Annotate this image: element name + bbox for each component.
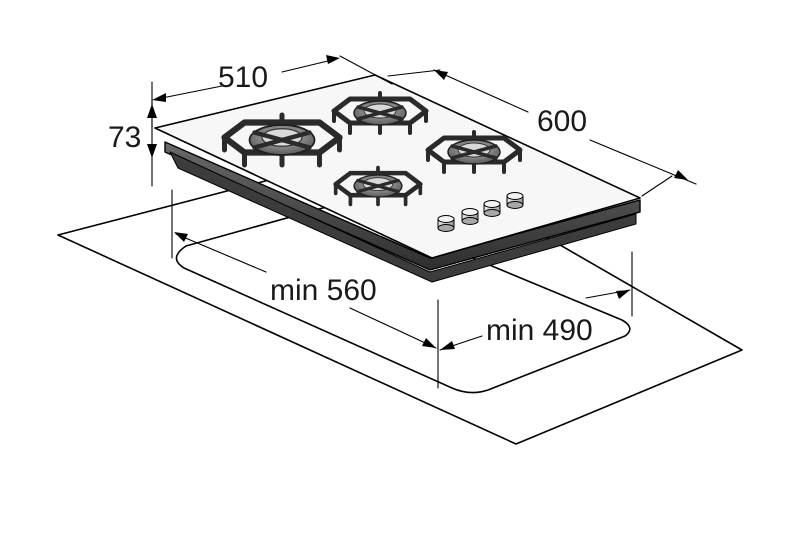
control-knob <box>461 208 479 225</box>
hob-side-edge <box>164 141 641 271</box>
height-arrow-bottom <box>147 144 157 158</box>
cutout-depth-label: min 490 <box>486 314 593 347</box>
knob-body <box>462 212 478 221</box>
depth-arrow-top <box>434 70 448 80</box>
pan-support-arm <box>356 105 404 121</box>
depth-arrow-bottom <box>674 170 688 180</box>
depth-label: 600 <box>537 105 587 138</box>
dimension-cutout-depth: min 490 <box>439 251 633 351</box>
dimension-height: 73 <box>108 99 157 187</box>
knob-base <box>483 209 501 217</box>
dimension-width: 510 <box>151 55 393 129</box>
depth-dimension-line-a <box>433 69 529 113</box>
knob-base <box>437 224 455 232</box>
control-knob <box>483 200 501 217</box>
control-knobs <box>437 192 524 232</box>
width-arrow-left <box>152 93 166 102</box>
width-extension-line-right <box>339 55 393 85</box>
pan-support-arm <box>450 144 498 160</box>
cutout-depth-arrow-right <box>616 290 630 299</box>
knob-body <box>484 204 500 213</box>
cutout-width-label: min 560 <box>270 274 377 307</box>
pan-support-arm <box>356 178 400 194</box>
burners <box>221 91 523 207</box>
burner <box>221 112 343 168</box>
height-arrow-top <box>147 104 157 118</box>
width-dimension-line-a <box>161 85 223 99</box>
hob-underside <box>169 151 637 283</box>
knob-body <box>507 196 523 205</box>
cutout-width-arrow-right <box>422 338 436 348</box>
pan-support-arm <box>252 130 312 150</box>
width-arrow-right <box>326 55 340 64</box>
knob-base <box>506 201 524 209</box>
depth-extension-line-bottom <box>641 175 673 197</box>
cutout-width-arrow-left <box>174 232 188 242</box>
dimension-cutout-width: min 560 <box>171 189 439 389</box>
width-label: 510 <box>218 61 268 94</box>
width-dimension-line-b <box>281 59 333 73</box>
knob-body <box>438 219 454 228</box>
knob-top <box>506 192 524 200</box>
depth-extension-line-top <box>387 69 441 77</box>
cutout-width-line-a <box>175 233 267 273</box>
control-knob <box>437 215 455 232</box>
knob-top <box>437 215 455 223</box>
cutout-width-line-b <box>349 307 437 349</box>
knob-top <box>483 200 501 208</box>
cutout-depth-arrow-left <box>440 341 455 350</box>
control-knob <box>506 192 524 209</box>
burner <box>425 130 523 174</box>
burner <box>333 165 423 207</box>
height-label: 73 <box>108 121 141 154</box>
burner <box>331 91 429 135</box>
knob-top <box>461 208 479 216</box>
knob-base <box>461 217 479 225</box>
dimension-depth: 600 <box>387 69 697 197</box>
